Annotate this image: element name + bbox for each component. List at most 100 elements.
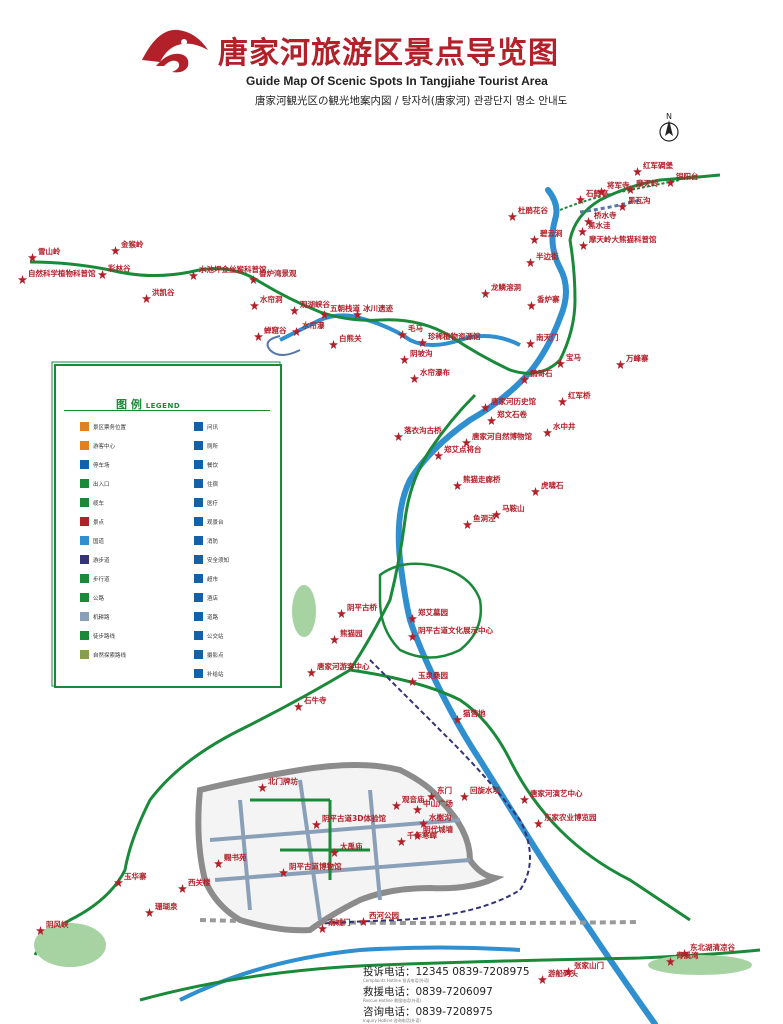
scenic-spot-marker-icon[interactable] [98,264,107,279]
place-label[interactable]: 张家山门 [574,961,604,970]
place-label[interactable]: 红军碉堡 [643,161,673,170]
place-label[interactable]: 龙鳞溶洞 [491,283,521,292]
scenic-spot-marker-icon[interactable] [434,445,443,460]
place-label[interactable]: 西河公园 [369,911,399,920]
scenic-spot-marker-icon[interactable] [330,842,339,857]
place-label[interactable]: 宝马 [566,353,581,362]
scenic-spot-marker-icon[interactable] [408,608,417,623]
scenic-spot-marker-icon[interactable] [680,943,689,958]
place-label[interactable]: 玉泉桑园 [418,671,448,680]
place-label[interactable]: 彩林谷 [108,264,131,273]
scenic-spot-marker-icon[interactable] [419,813,428,828]
scenic-spot-marker-icon[interactable] [618,196,627,211]
place-label[interactable]: 落衣沟古桥 [404,426,442,435]
place-label[interactable]: 冰川遗迹 [363,304,393,313]
place-label[interactable]: 虎啸石 [541,481,564,490]
place-label[interactable]: 回旋水坝 [470,786,500,795]
place-label[interactable]: 珍稀植物资源馆 [428,332,481,341]
scenic-spot-marker-icon[interactable] [408,671,417,686]
scenic-spot-marker-icon[interactable] [337,603,346,618]
scenic-spot-marker-icon[interactable] [114,872,123,887]
scenic-spot-marker-icon[interactable] [527,295,536,310]
scenic-spot-marker-icon[interactable] [666,951,675,966]
scenic-spot-marker-icon[interactable] [258,777,267,792]
place-label[interactable]: 杜鹃花谷 [518,206,548,215]
place-label[interactable]: 水榭沟 [429,813,452,822]
place-label[interactable]: 五朝栈道 [330,304,360,313]
place-label[interactable]: 石牛寺 [304,696,327,705]
scenic-spot-marker-icon[interactable] [520,789,529,804]
scenic-spot-marker-icon[interactable] [460,786,469,801]
scenic-spot-marker-icon[interactable] [616,354,625,369]
place-label[interactable]: 北门牌坊 [268,777,298,786]
scenic-spot-marker-icon[interactable] [279,862,288,877]
place-label[interactable]: 阴坡沟 [410,349,433,358]
scenic-spot-marker-icon[interactable] [320,304,329,319]
place-label[interactable]: 水中井 [553,422,576,431]
place-label[interactable]: 唐家河演艺中心 [530,789,583,798]
place-label[interactable]: 摩天岭大熊猫科普馆 [589,235,657,244]
scenic-spot-marker-icon[interactable] [487,410,496,425]
scenic-spot-marker-icon[interactable] [538,969,547,984]
scenic-spot-marker-icon[interactable] [142,288,151,303]
place-label[interactable]: 桥水寺 [594,211,617,220]
place-label[interactable]: 碧云涧 [540,229,563,238]
scenic-spot-marker-icon[interactable] [392,795,401,810]
place-label[interactable]: 水帘洞 [260,295,283,304]
scenic-spot-marker-icon[interactable] [526,252,535,267]
place-label[interactable]: 将军寺 [607,181,630,190]
place-label[interactable]: 黑水洼 [588,221,611,230]
scenic-spot-marker-icon[interactable] [189,265,198,280]
place-label[interactable]: 阴平古桥 [347,603,377,612]
place-label[interactable]: 蝉窟谷 [264,326,287,335]
place-label[interactable]: 鹦哥石 [530,369,553,378]
place-label[interactable]: 阴平古道博物馆 [289,862,342,871]
place-label[interactable]: 大禹庙 [340,842,363,851]
scenic-spot-marker-icon[interactable] [578,221,587,236]
scenic-spot-marker-icon[interactable] [250,295,259,310]
place-label[interactable]: 中山广场 [423,799,453,808]
place-label[interactable]: 半边街 [536,252,559,261]
scenic-spot-marker-icon[interactable] [249,269,258,284]
place-label[interactable]: 石鹤亭 [586,189,609,198]
scenic-spot-marker-icon[interactable] [214,853,223,868]
place-label[interactable]: 千年寒嶂 [407,831,437,840]
scenic-spot-marker-icon[interactable] [530,229,539,244]
scenic-spot-marker-icon[interactable] [400,349,409,364]
scenic-spot-marker-icon[interactable] [526,333,535,348]
place-label[interactable]: 毛马 [408,324,423,333]
place-label[interactable]: 东北湖清凉谷 [690,943,735,952]
scenic-spot-marker-icon[interactable] [294,696,303,711]
scenic-spot-marker-icon[interactable] [633,161,642,176]
scenic-spot-marker-icon[interactable] [397,831,406,846]
place-label[interactable]: 郑艾墓园 [418,608,448,617]
scenic-spot-marker-icon[interactable] [453,709,462,724]
scenic-spot-marker-icon[interactable] [36,920,45,935]
place-label[interactable]: 马鞍山 [502,504,525,513]
place-label[interactable]: 银阳台 [676,172,699,181]
scenic-spot-marker-icon[interactable] [329,334,338,349]
scenic-spot-marker-icon[interactable] [330,629,339,644]
scenic-spot-marker-icon[interactable] [410,368,419,383]
scenic-spot-marker-icon[interactable] [558,391,567,406]
scenic-spot-marker-icon[interactable] [413,799,422,814]
place-label[interactable]: 唐家河自然博物馆 [472,432,532,441]
place-label[interactable]: 游船码头 [548,969,578,978]
scenic-spot-marker-icon[interactable] [481,283,490,298]
place-label[interactable]: 熊猫走廊桥 [463,475,501,484]
scenic-spot-marker-icon[interactable] [543,422,552,437]
scenic-spot-marker-icon[interactable] [492,504,501,519]
place-label[interactable]: 珊瑚泉 [155,902,178,911]
place-label[interactable]: 水池坪金丝猴科普馆 [199,265,267,274]
scenic-spot-marker-icon[interactable] [626,179,635,194]
place-label[interactable]: 熊猫园 [340,629,363,638]
scenic-spot-marker-icon[interactable] [28,247,37,262]
scenic-spot-marker-icon[interactable] [398,324,407,339]
scenic-spot-marker-icon[interactable] [508,206,517,221]
scenic-spot-marker-icon[interactable] [564,961,573,976]
scenic-spot-marker-icon[interactable] [408,626,417,641]
place-label[interactable]: 红军桥 [568,391,591,400]
scenic-spot-marker-icon[interactable] [312,814,321,829]
place-label[interactable]: 阴平古道3D体验馆 [322,814,386,823]
scenic-spot-marker-icon[interactable] [463,514,472,529]
